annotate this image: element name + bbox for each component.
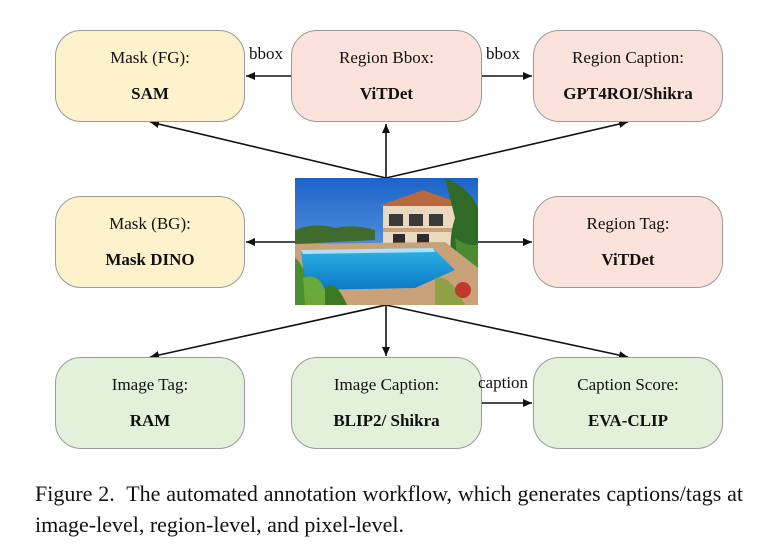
- node-caption-score: Caption Score: EVA-CLIP: [533, 357, 723, 449]
- node-model: ViTDet: [601, 250, 655, 269]
- node-title: Region Caption:: [572, 48, 684, 67]
- node-title: Image Tag:: [111, 375, 189, 394]
- edge-label-bbox-left: bbox: [249, 44, 283, 63]
- node-model: RAM: [129, 411, 171, 430]
- node-title: Mask (BG):: [109, 214, 191, 233]
- node-region-caption: Region Caption: GPT4ROI/Shikra: [533, 30, 723, 122]
- figure-caption: Figure 2. The automated annotation workf…: [35, 478, 743, 540]
- node-model: Mask DINO: [105, 250, 195, 269]
- arrow-image-to-mask-fg: [149, 120, 387, 179]
- arrow-image-to-image-tag: [149, 304, 387, 359]
- node-image-caption: Image Caption: BLIP2/ Shikra: [291, 357, 482, 449]
- node-title: Image Caption:: [333, 375, 440, 394]
- edge-label-caption: caption: [478, 373, 529, 392]
- figure-text: The automated annotation workflow, which…: [35, 481, 743, 537]
- node-region-tag: Region Tag: ViTDet: [533, 196, 723, 288]
- node-mask-bg: Mask (BG): Mask DINO: [55, 196, 245, 288]
- node-title: Mask (FG):: [110, 48, 190, 67]
- node-title: Caption Score:: [577, 375, 679, 394]
- figure-label: Figure 2.: [35, 481, 115, 506]
- node-model: ViTDet: [359, 84, 414, 103]
- node-mask-fg: Mask (FG): SAM: [55, 30, 245, 122]
- node-image-tag: Image Tag: RAM: [55, 357, 245, 449]
- edge-label-bbox-right: bbox: [486, 44, 520, 63]
- arrow-image-to-region-caption: [385, 120, 629, 179]
- node-model: EVA-CLIP: [588, 411, 668, 430]
- node-model: BLIP2/ Shikra: [333, 411, 440, 430]
- node-model: GPT4ROI/Shikra: [563, 84, 693, 103]
- node-region-bbox: Region Bbox: ViTDet: [291, 30, 482, 122]
- node-title: Region Tag:: [586, 214, 670, 233]
- arrow-image-to-caption-score: [385, 304, 629, 360]
- node-title: Region Bbox:: [339, 48, 434, 67]
- input-image-pool-villa: [295, 178, 478, 305]
- node-model: SAM: [131, 84, 169, 103]
